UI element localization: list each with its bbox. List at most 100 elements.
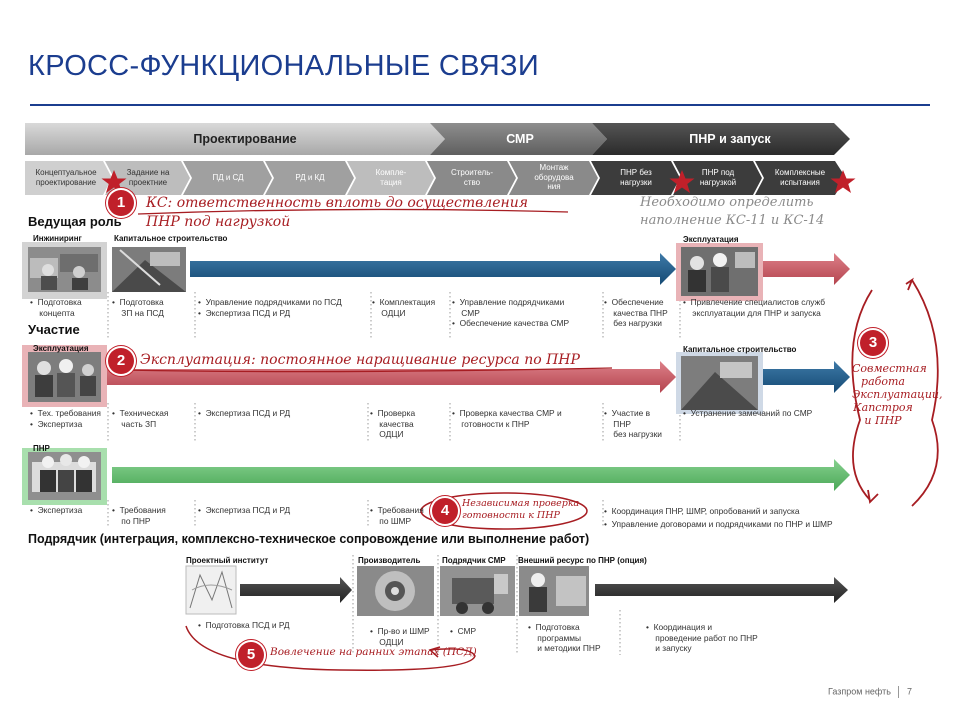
row4-cell: • Подготовка ПСД и РД xyxy=(198,620,290,630)
star-icon xyxy=(101,170,127,193)
row2-cell: • Экспертиза ПСД и РД xyxy=(198,408,291,418)
title-underline xyxy=(30,104,930,106)
note-1-line1: КС: ответственность вплоть до осуществле… xyxy=(146,195,529,211)
contractor-arrow xyxy=(595,577,848,603)
row1-cell: • Управление подрядчиками СМР • Обеспече… xyxy=(452,297,570,328)
row1-cell: • Подготовка ЗП на ПСД xyxy=(112,297,164,318)
label-ops-top: Эксплуатация xyxy=(683,235,739,244)
label-external-resource: Внешний ресурс по ПНР (опция) xyxy=(518,556,647,565)
section-contractor: Подрядчик (интеграция, комплексно-технич… xyxy=(28,532,590,546)
stage-label: ПД и СД xyxy=(212,173,244,182)
row1-cell: • Обеспечение качества ПНР без нагрузки xyxy=(604,297,668,328)
row4-cell: • Координация и проведение работ по ПНР … xyxy=(646,622,758,653)
row1-cell: • Комплектация ОДЦИ xyxy=(372,297,436,318)
label-capex-bottom: Капитальное строительство xyxy=(683,345,797,354)
row3-cell: • Экспертиза ПСД и РД xyxy=(198,505,291,515)
stage-label: Строитель- ство xyxy=(450,168,494,187)
capex-bottom-photo xyxy=(681,356,758,410)
note-5-arrow xyxy=(428,646,441,658)
external-resource-photo xyxy=(519,566,589,616)
section-lead-role: Ведущая роль xyxy=(28,214,122,229)
footer: Газпром нефть 7 xyxy=(828,686,912,698)
row2-cell: • Техническая часть ЗП xyxy=(112,408,169,429)
label-smr-contractor: Подрядчик СМР xyxy=(442,556,506,565)
stage-chevron xyxy=(673,161,762,195)
badge-5: 5 xyxy=(238,642,264,668)
pnr-photo xyxy=(28,452,101,500)
note-3-arrow xyxy=(867,489,879,504)
row1-cell: • Подготовка концепта xyxy=(30,297,82,318)
phase-pnr-chevron xyxy=(592,123,850,155)
ops-photo xyxy=(28,352,101,402)
stage-chevron xyxy=(25,161,112,195)
label-pnr: ПНР xyxy=(33,444,50,453)
note-3-line: и ПНР xyxy=(864,414,902,427)
row3-cell: • Координация ПНР, ШМР, опробований и за… xyxy=(604,506,833,529)
note-top-right-line2: наполнение КС-11 и КС-14 xyxy=(640,213,825,228)
stage-label: Монтаж оборудова ния xyxy=(534,163,574,191)
note-2-underline xyxy=(119,367,613,373)
note-3-line: Капстроя xyxy=(853,401,913,414)
label-institute: Проектный институт xyxy=(186,556,269,565)
row3-cell: • Требования по ПНР xyxy=(112,505,166,526)
institute-photo xyxy=(185,565,237,615)
stage-chevron xyxy=(183,161,272,195)
row3-cell: • Требования по ШМР xyxy=(370,505,424,526)
smr-contractor-photo xyxy=(440,566,515,616)
phase-pnr-label: ПНР и запуск xyxy=(689,132,771,146)
note-4-line: Независимая проверка xyxy=(462,498,580,509)
stage-label: Задание на проектние xyxy=(126,168,170,187)
badge-2: 2 xyxy=(108,348,134,374)
note-3: Совместная работа Эксплуатации, Капстроя… xyxy=(852,362,943,427)
note-3-brace-right xyxy=(911,279,939,507)
note-3-line: работа xyxy=(861,375,905,388)
stage-label: РД и КД xyxy=(295,173,325,182)
note-3-brace-left xyxy=(851,289,873,501)
institute-arrow xyxy=(240,577,352,603)
label-ops: Эксплуатация xyxy=(33,344,89,353)
phase-design-chevron xyxy=(25,123,445,155)
star-icon xyxy=(669,170,695,193)
ops-top-photo xyxy=(681,247,758,296)
footer-divider xyxy=(898,686,900,698)
note-3-arrow-top xyxy=(905,277,914,291)
badge-1: 1 xyxy=(108,190,134,216)
pnr-participation-arrow xyxy=(112,459,850,491)
stage-label: ПНР без нагрузки xyxy=(620,168,652,187)
row4-cell: • Пр-во и ШМР ОДЦИ xyxy=(370,626,430,647)
note-1-line2: ПНР под нагрузкой xyxy=(146,214,291,230)
note-4-ellipse xyxy=(420,492,588,530)
manufacturer-photo xyxy=(357,566,434,616)
stage-chevron xyxy=(105,161,190,195)
note-4: Независимая проверка готовности к ПНР xyxy=(462,498,579,522)
stage-label: Комплексные испытания xyxy=(774,168,826,187)
phase-design-label: Проектирование xyxy=(193,132,297,146)
row2-cell: • Проверка качества СМР и готовности к П… xyxy=(452,408,562,429)
note-3-line: Эксплуатации, xyxy=(852,388,943,401)
engineering-photo xyxy=(28,247,101,292)
row1-cell: • Управление подрядчиками по ПСД • Экспе… xyxy=(198,297,342,318)
stage-label: Компле- тация xyxy=(375,168,407,187)
star-icon xyxy=(830,170,856,193)
section-participation: Участие xyxy=(28,322,80,337)
row2-cell: • Участие в ПНР без нагрузки xyxy=(604,408,662,439)
capex-photo xyxy=(112,247,186,292)
row1-cell: • Привлечение специалистов служб эксплуа… xyxy=(683,297,826,318)
stage-chevron xyxy=(427,161,516,195)
stage-chevron xyxy=(509,161,598,195)
stage-chevron xyxy=(347,161,434,195)
note-top-right-line1: Необходимо определить xyxy=(640,195,814,210)
footer-page: 7 xyxy=(906,686,912,697)
row2-cell: • Проверка качества ОДЦИ xyxy=(370,408,416,439)
row3-cell: • Экспертиза xyxy=(30,505,83,515)
ops-lead-arrow xyxy=(760,253,850,285)
note-5-loop xyxy=(185,625,476,671)
label-capex: Капитальное строительство xyxy=(114,234,228,243)
note-4-line: готовности к ПНР xyxy=(462,510,560,521)
stage-chevron xyxy=(265,161,354,195)
page-title: КРОСС-ФУНКЦИОНАЛЬНЫЕ СВЯЗИ xyxy=(28,50,539,82)
row2-cell: • Устранение замечаний по СМР xyxy=(683,408,813,418)
capex-participation-arrow xyxy=(760,361,850,393)
label-engineering: Инжиниринг xyxy=(33,234,82,243)
